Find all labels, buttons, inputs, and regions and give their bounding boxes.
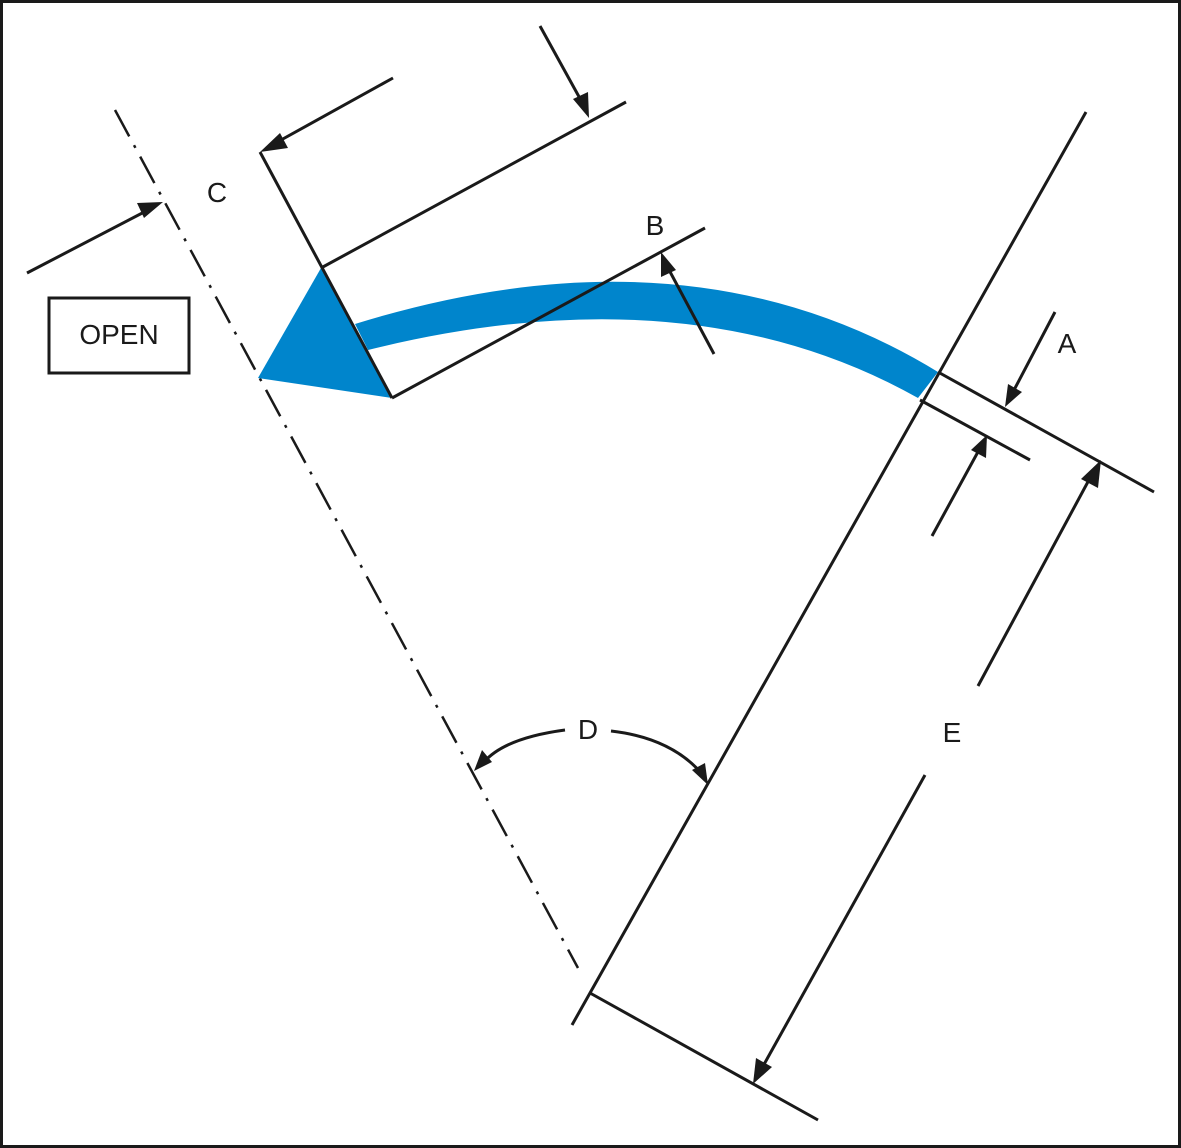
angle-arc-right-arrowhead (692, 763, 708, 785)
bar-edge (570, 111, 1088, 1026)
leader-e-bottom (760, 774, 927, 1069)
leader-b-arrowhead (661, 252, 676, 277)
label-d: D (578, 714, 598, 745)
flow-arrow-head (258, 268, 392, 398)
angle-arc-right (610, 729, 705, 776)
leader-a-top-arrowhead (1005, 384, 1022, 407)
leader-a-top (1011, 311, 1057, 393)
leader-e-top (976, 477, 1092, 687)
open-box-border (47, 296, 191, 375)
extension-line-c-upper (320, 100, 627, 270)
leader-b (666, 267, 716, 355)
leader-c-left (26, 207, 151, 275)
label-e: E (943, 717, 962, 748)
leader-a-bottom-arrowhead (971, 435, 987, 458)
open-box-label: OPEN (79, 319, 158, 350)
angle-arc-left-arrowhead (474, 750, 492, 771)
angle-arc-left (482, 728, 566, 764)
leader-e-top-arrowhead (1081, 460, 1101, 488)
leader-c-angled-arrowhead (573, 92, 589, 118)
open-status-box: OPEN (47, 296, 191, 375)
label-c: C (207, 177, 227, 208)
leader-e-bottom-arrowhead (753, 1058, 772, 1084)
leader-c-angled (538, 25, 585, 105)
extension-line-a-lower (919, 398, 1031, 462)
label-b: B (646, 210, 665, 241)
flow-arrow-body (355, 281, 938, 398)
leader-c-top (271, 76, 394, 147)
reference-centerline (113, 109, 580, 969)
leader-a-bottom (930, 449, 981, 537)
bar-end-extension (589, 991, 819, 1122)
leader-c-top-arrowhead (260, 133, 288, 152)
arrowhead-back-line (258, 151, 394, 399)
label-a: A (1058, 328, 1077, 359)
leader-c-left-arrowhead (137, 202, 163, 218)
extension-line-a-upper (937, 370, 1155, 494)
extension-line-b (391, 226, 706, 400)
